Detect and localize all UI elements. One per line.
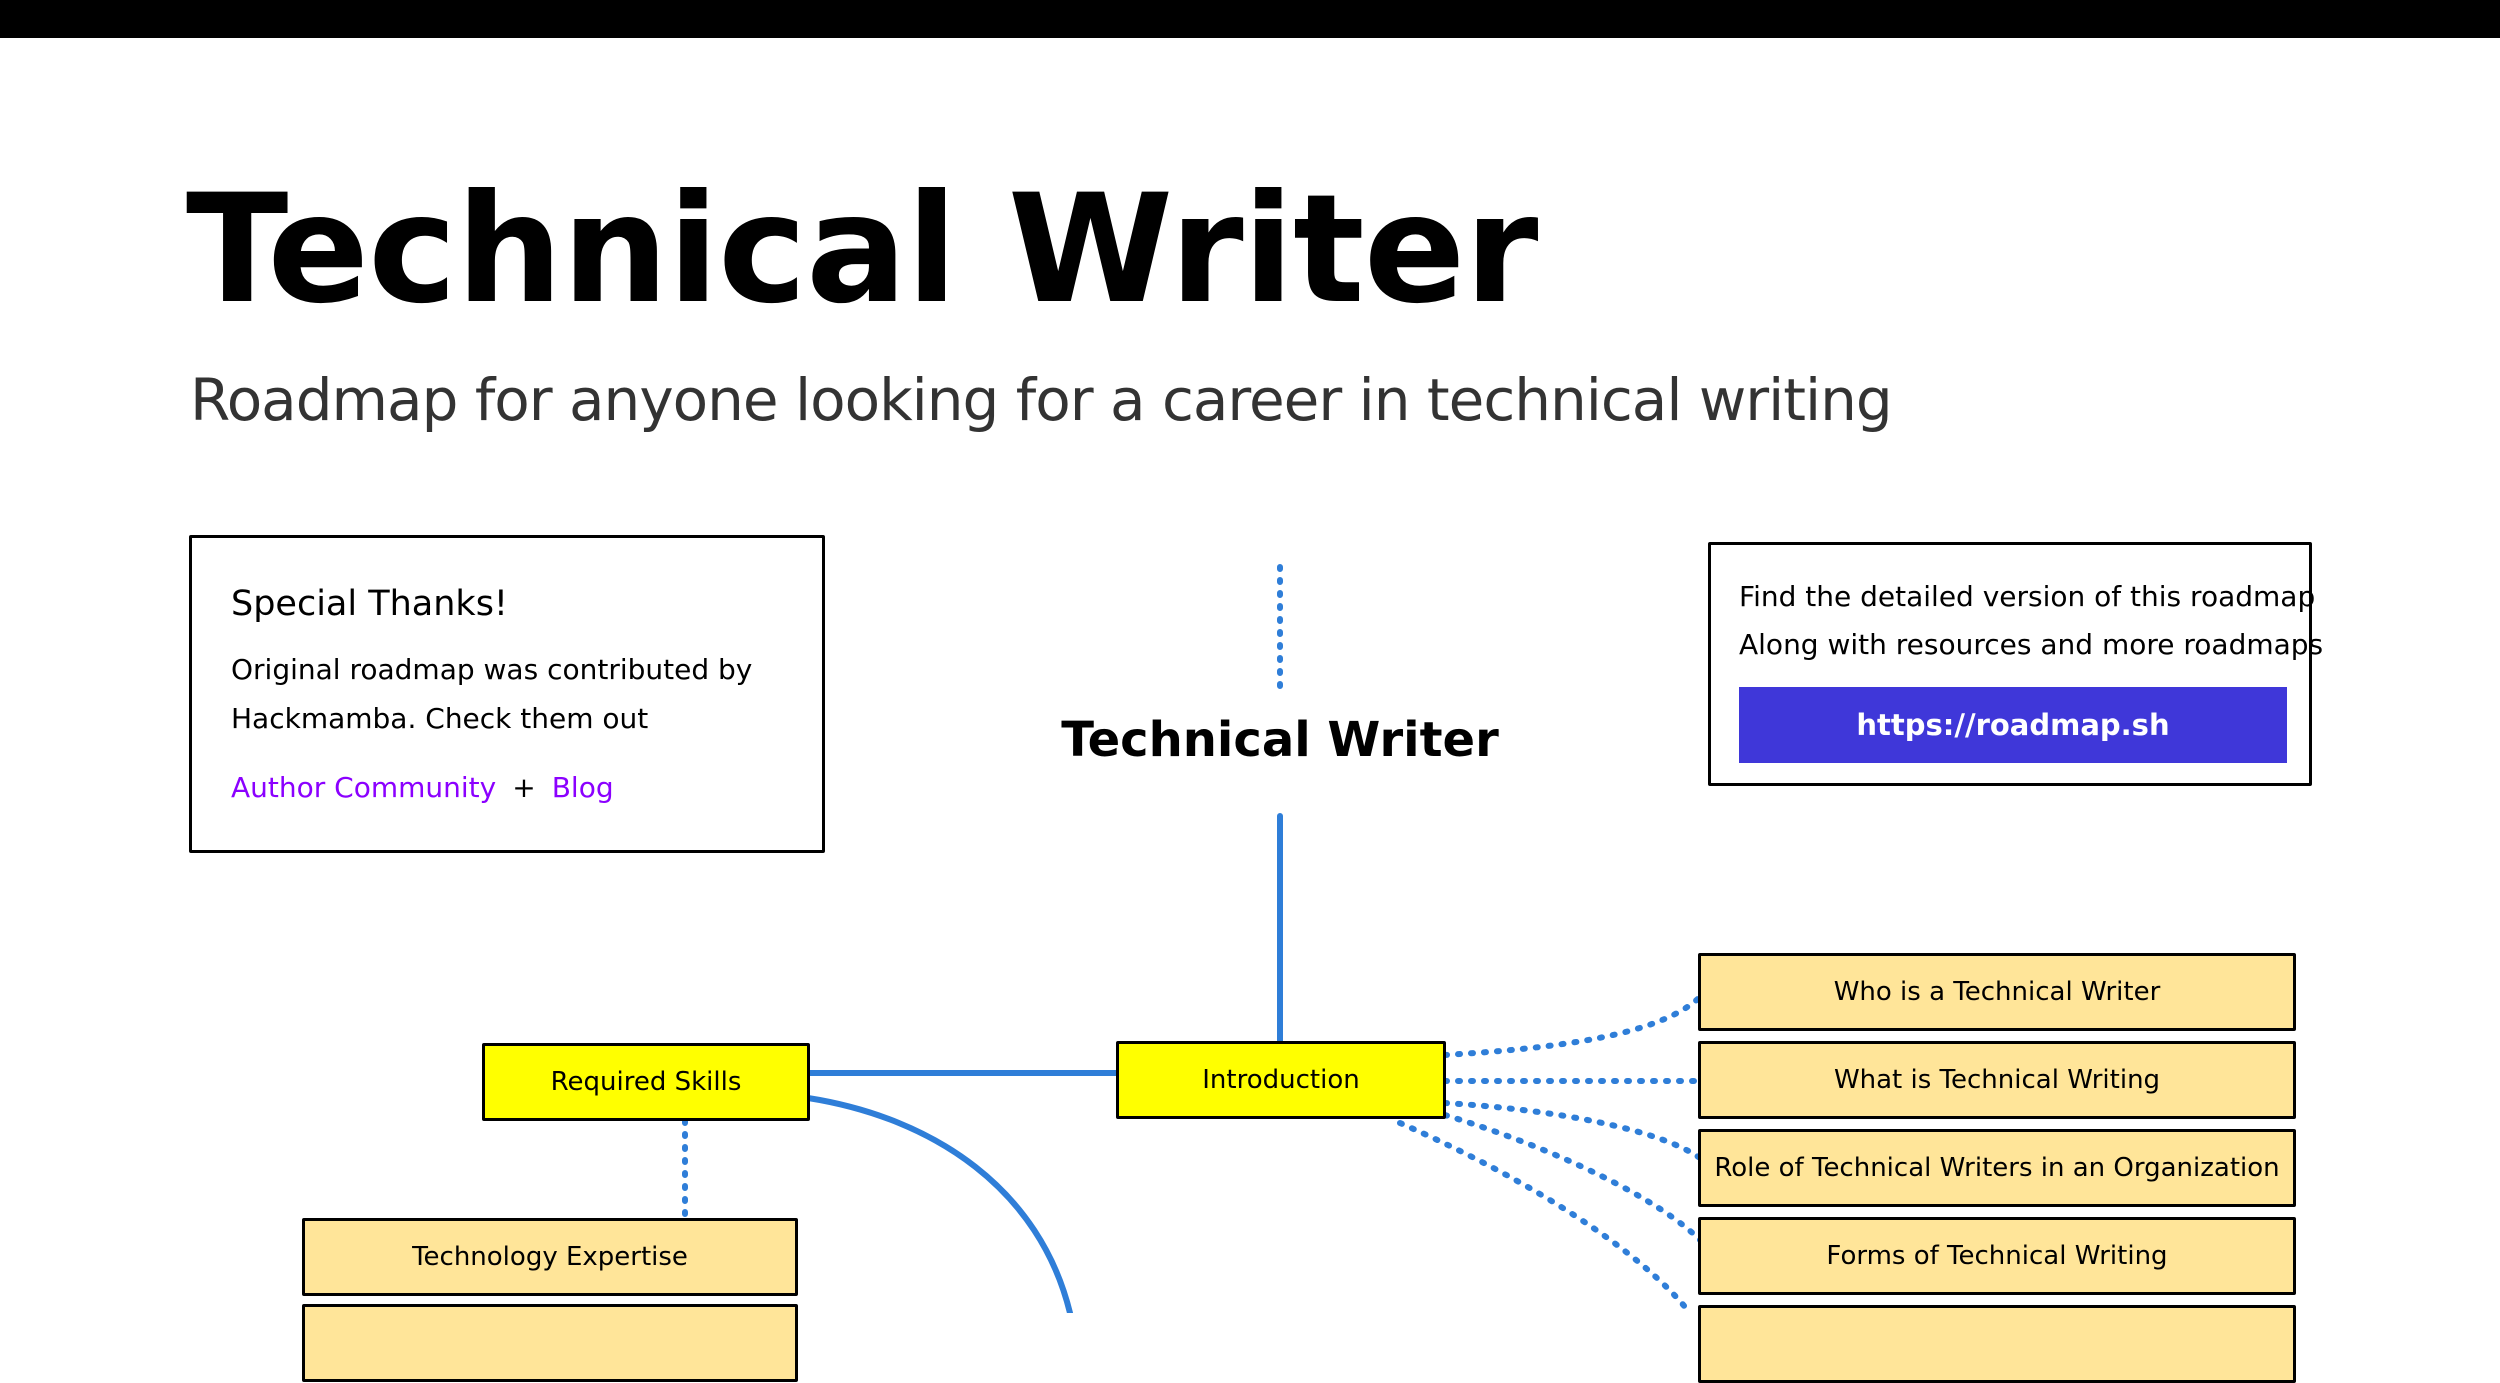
thanks-text-line-2: Hackmamba. Check them out [231,702,649,735]
detailed-version-card: Find the detailed version of this roadma… [1708,542,2323,786]
thanks-links: Author Community + Blog [231,771,614,804]
node-what-is-technical-writing[interactable]: What is Technical Writing [1698,1041,2296,1119]
node-technology-expertise[interactable]: Technology Expertise [302,1218,798,1296]
node-introduction[interactable]: Introduction [1116,1041,1446,1119]
intro-link-next [1397,1120,1693,1313]
page-subtitle: Roadmap for anyone looking for a career … [190,366,1893,434]
top-bar [0,0,2500,38]
detailed-text-line-2: Along with resources and more roadmaps [1739,628,2324,661]
node-intro-next[interactable] [1698,1305,2296,1383]
blog-link[interactable]: Blog [551,771,614,804]
page-title: Technical Writer [186,163,1538,337]
node-skills-next[interactable] [302,1304,798,1382]
detailed-text-line-1: Find the detailed version of this roadma… [1739,580,2316,613]
thanks-text-line-1: Original roadmap was contributed by [231,653,753,686]
special-thanks-card: Special Thanks! Original roadmap was con… [189,535,825,853]
intro-link-role [1442,1100,1703,1161]
diagram-title: Technical Writer [1061,712,1499,768]
skills-curve-line [805,1095,1073,1313]
connector-lines [682,564,1703,1313]
node-required-skills[interactable]: Required Skills [482,1043,810,1121]
node-forms-of-technical-writing[interactable]: Forms of Technical Writing [1698,1217,2296,1295]
intro-link-who [1442,994,1703,1058]
node-who-is-a-technical-writer[interactable]: Who is a Technical Writer [1698,953,2296,1031]
special-thanks-heading: Special Thanks! [231,584,508,624]
node-role-of-technical-writers[interactable]: Role of Technical Writers in an Organiza… [1698,1129,2296,1207]
intro-link-forms [1442,1112,1703,1243]
author-community-link[interactable]: Author Community [231,771,497,804]
roadmap-link-button[interactable]: https://roadmap.sh [1739,687,2287,763]
links-separator: + [512,771,536,804]
